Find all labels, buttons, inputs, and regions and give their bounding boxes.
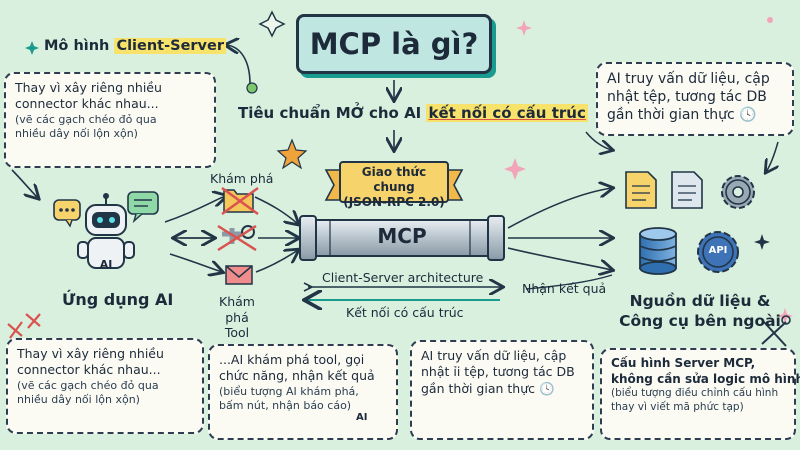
note-line: gần thời gian thực 🕓 [607,106,783,124]
structured-label: Kết nối có cấu trúc [346,305,464,320]
sources-label: Nguồn dữ liệu & Công cụ bên ngoài [610,291,790,331]
note-line-text: gần thời gian thực [607,107,735,124]
note-top-right: AI truy vấn dữ liệu, cập nhật tệp, tương… [596,62,794,136]
note-line: nhật ỉi tệp, tương tác DB [421,364,575,380]
protocol-line: (JSON-RPC 2.0) [343,195,445,209]
sparkle-icon [258,10,286,38]
note-sub: (biểu tượng điều chỉnh cấu hình [611,387,779,400]
api-gear-icon [697,231,739,273]
standard-highlight: kết nối có cấu trúc [426,104,588,122]
standard-prefix: Tiêu chuẩn MỞ cho AI [238,104,427,122]
app-label: Ứng dụng AI [62,290,174,309]
note-line: chức năng, nhận kết quả [219,368,375,384]
database-icon [639,227,677,275]
note-line: connector khác nhau... [15,96,159,112]
note-sub: (vẽ các gạch chéo đỏ qua [15,112,157,126]
receive-label: Nhận kết quả [522,281,607,296]
note-sub: (vẽ các gạch chéo đỏ qua [17,378,159,392]
protocol-banner [324,161,464,203]
sparkle-icon [516,20,532,36]
api-label: API [708,245,728,256]
clock-icon: 🕓 [739,107,757,124]
note-line: Thay vì xây riêng nhiều [15,80,162,95]
sparkle-icon [754,234,770,250]
document-icon [625,171,657,209]
robot-label: AI [99,258,113,271]
note-bottom-right: Cấu hình Server MCP, không cần sửa logic… [600,348,800,440]
explore-line: Khám phá [219,294,255,325]
note-line: Cấu hình Server MCP, [611,356,756,370]
architecture-label: Client-Server architecture [322,270,484,285]
note-sub: thay vì viết mã phức tạp) [611,400,744,413]
chat-bubble-icon [53,199,81,228]
note-line: gần thời gian thực 🕓 [421,381,583,397]
protocol-line: Giao thức chung [361,165,427,194]
sources-line: Công cụ bên ngoài [619,312,781,331]
gear-icon [721,175,755,209]
ai-chip-label: AI [356,412,368,423]
note-line: Thay vì xây riêng nhiều [17,346,164,361]
note-line: không cần sửa logic mô hình [611,371,800,386]
note-line: AI truy vấn dữ liệu, cập [607,71,770,87]
star-icon [276,138,308,170]
envelope-icon [225,265,253,285]
page-title: MCP là gì? [296,14,492,74]
note-top-left: Thay vì xây riêng nhiều connector khác n… [4,72,216,168]
note-line: AI truy vấn dữ liệu, cập [421,348,567,363]
model-prefix: Mô hình [44,38,115,54]
note-bottom-left: Thay vì xây riêng nhiều connector khác n… [6,338,204,434]
protocol-label: Giao thức chung (JSON-RPC 2.0) [340,165,448,210]
standard-subtitle: Tiêu chuẩn MỞ cho AI kết nối có cấu trúc [238,104,588,122]
note-sub: nhiều dây nối lộn xộn) [17,392,140,406]
note-line: ...AI khám phá tool, gọi [219,352,365,367]
note-sub: (biểu tượng AI khám phá, [219,384,359,398]
sparkle-icon [25,41,39,55]
clock-icon: 🕓 [538,380,555,396]
dot-icon [246,82,258,94]
explore-tool-label: Khám phá Tool [206,294,268,341]
explore-line: Tool [224,325,250,341]
mcp-pipe [299,215,505,261]
tool-icon [761,315,791,347]
note-sub: nhiều dây nối lộn xộn) [15,126,138,140]
mcp-label: MCP [377,224,427,248]
sparkle-icon [504,158,526,180]
document-icon [671,171,703,209]
dot-icon [767,17,773,23]
folder-icon [221,186,259,216]
robot-icon [77,193,135,269]
sources-line: Nguồn dữ liệu & [629,292,771,310]
note-line-text: gần thời gian thực [421,380,535,396]
model-label: Mô hình Client-Server [44,38,226,54]
note-line: connector khác nhau... [17,362,161,378]
chat-bubble-icon [127,191,159,224]
explore-label: Khám phá [210,171,274,186]
model-highlight: Client-Server [114,38,226,54]
note-bottom-mid-left: ...AI khám phá tool, gọi chức năng, nhận… [208,344,398,440]
wrench-icon [217,224,257,252]
note-bottom-mid-right: AI truy vấn dữ liệu, cập nhật ỉi tệp, tư… [410,340,594,440]
cross-icon [7,313,41,339]
note-sub: bấm nút, nhận báo cáo) [219,398,352,412]
note-line: nhật tệp, tương tác DB [607,89,767,106]
